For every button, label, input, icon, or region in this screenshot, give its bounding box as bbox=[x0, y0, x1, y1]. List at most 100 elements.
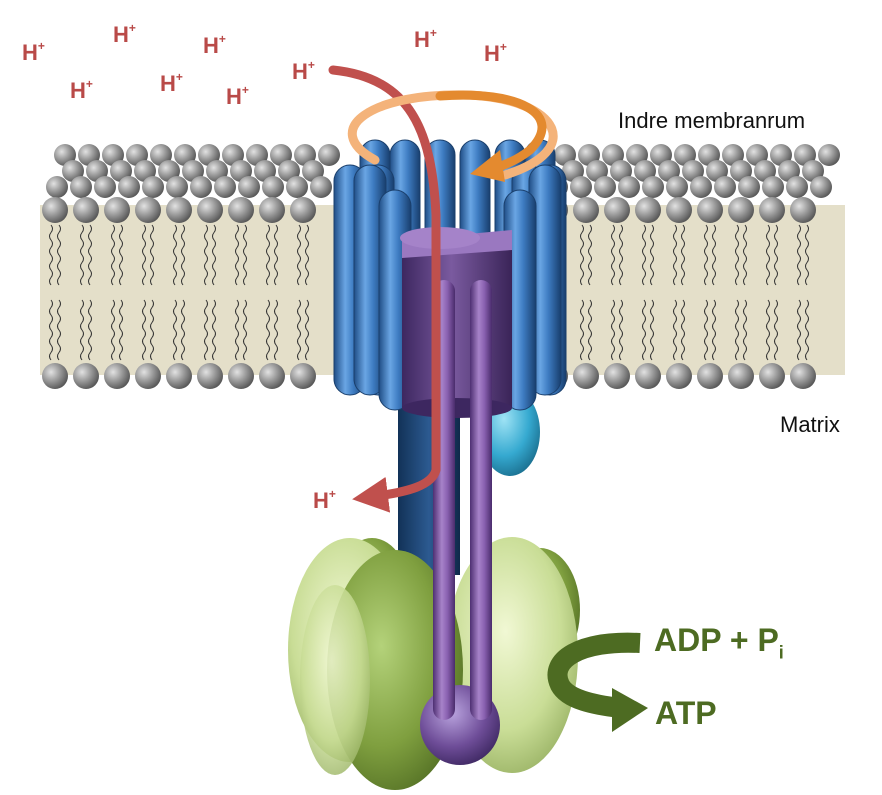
lipid-head bbox=[286, 176, 308, 198]
lipid-tail bbox=[704, 224, 708, 286]
lipid-head bbox=[214, 176, 236, 198]
proton-label-1: H+ bbox=[22, 38, 45, 65]
lipid-tails bbox=[49, 224, 809, 361]
lipid-tail bbox=[735, 299, 739, 361]
lipid-head bbox=[46, 176, 68, 198]
lipid-head bbox=[790, 363, 816, 389]
lipid-tail bbox=[274, 299, 278, 361]
proton-label-3: H+ bbox=[203, 31, 226, 58]
lipid-tail bbox=[88, 224, 92, 286]
lipid-head bbox=[573, 363, 599, 389]
adp-pi-label: ADP + Pi bbox=[654, 622, 784, 663]
lipid-head bbox=[135, 363, 161, 389]
lipid-tail bbox=[681, 299, 685, 361]
lipid-head bbox=[790, 197, 816, 223]
lipid-tail bbox=[181, 224, 185, 286]
lipid-head bbox=[197, 363, 223, 389]
lipid-head bbox=[714, 176, 736, 198]
lipid-head bbox=[604, 197, 630, 223]
lipid-tail bbox=[588, 299, 592, 361]
lipid-tail bbox=[797, 299, 801, 361]
lipid-head bbox=[290, 197, 316, 223]
lipid-head bbox=[197, 197, 223, 223]
lipid-head bbox=[635, 197, 661, 223]
lipid-tail bbox=[49, 299, 53, 361]
lipid-tail bbox=[305, 224, 309, 286]
lipid-head bbox=[618, 176, 640, 198]
lipid-head bbox=[573, 197, 599, 223]
lipid-tail bbox=[204, 299, 208, 361]
lipid-tail bbox=[580, 299, 584, 361]
lipid-head bbox=[666, 176, 688, 198]
proton-path-arrow bbox=[328, 65, 441, 513]
f1-front-light-left bbox=[300, 585, 370, 775]
lipid-tail bbox=[266, 299, 270, 361]
lipid-head bbox=[594, 176, 616, 198]
lipid-tail bbox=[204, 224, 208, 286]
lipid-tail bbox=[235, 299, 239, 361]
lipid-tail bbox=[57, 299, 61, 361]
lipid-tail bbox=[243, 224, 247, 286]
lipid-bilayer bbox=[40, 144, 845, 389]
lipid-tail bbox=[173, 299, 177, 361]
lipid-head bbox=[238, 176, 260, 198]
lipid-head bbox=[73, 363, 99, 389]
lipid-tail bbox=[580, 224, 584, 286]
proton-label-7: H+ bbox=[292, 57, 315, 84]
lipid-head bbox=[70, 176, 92, 198]
lipid-tail bbox=[650, 299, 654, 361]
lipid-tail bbox=[704, 299, 708, 361]
lipid-head bbox=[42, 363, 68, 389]
proton-label-6: H+ bbox=[226, 82, 249, 109]
lipid-head bbox=[690, 176, 712, 198]
lipid-tail bbox=[235, 224, 239, 286]
lipid-tail bbox=[49, 224, 53, 286]
lipid-tail bbox=[111, 224, 115, 286]
lipid-tail bbox=[266, 224, 270, 286]
f1-head bbox=[288, 537, 580, 790]
lipid-tail bbox=[119, 299, 123, 361]
lipid-head bbox=[290, 363, 316, 389]
lipid-tail bbox=[766, 224, 770, 286]
atp-synthesis-arrow bbox=[547, 632, 648, 732]
lipid-tail bbox=[797, 224, 801, 286]
proton-label-5: H+ bbox=[160, 69, 183, 96]
lipid-tail bbox=[673, 224, 677, 286]
atp-label: ATP bbox=[655, 695, 717, 731]
lipid-head bbox=[310, 176, 332, 198]
lipid-head bbox=[104, 363, 130, 389]
lipid-head bbox=[318, 144, 340, 166]
proton-label-4: H+ bbox=[70, 76, 93, 103]
lipid-head bbox=[728, 363, 754, 389]
lipid-tail bbox=[642, 299, 646, 361]
lipid-tail bbox=[774, 299, 778, 361]
lipid-tail bbox=[673, 299, 677, 361]
lipid-head bbox=[135, 197, 161, 223]
lipid-head bbox=[166, 197, 192, 223]
lipid-tail bbox=[642, 224, 646, 286]
lipid-tail bbox=[774, 224, 778, 286]
proton-label-matrix: H+ bbox=[313, 486, 336, 513]
lipid-tail bbox=[212, 299, 216, 361]
lipid-head bbox=[759, 197, 785, 223]
lipid-tail bbox=[681, 224, 685, 286]
lipid-head bbox=[259, 197, 285, 223]
lipid-tail bbox=[766, 299, 770, 361]
lipid-head bbox=[262, 176, 284, 198]
lipid-tail bbox=[243, 299, 247, 361]
lipid-head bbox=[666, 197, 692, 223]
lipid-tail bbox=[80, 299, 84, 361]
lipid-head bbox=[42, 197, 68, 223]
membrane-core-right bbox=[545, 205, 845, 375]
lipid-head bbox=[786, 176, 808, 198]
lipid-tail bbox=[173, 224, 177, 286]
inner-membrane-space-label: Indre membranrum bbox=[618, 108, 806, 133]
lipid-tail bbox=[212, 224, 216, 286]
lipid-head bbox=[642, 176, 664, 198]
lipid-tail bbox=[111, 299, 115, 361]
lipid-tail bbox=[619, 299, 623, 361]
lipid-tail bbox=[743, 299, 747, 361]
lipid-tail bbox=[305, 299, 309, 361]
lipid-head bbox=[728, 197, 754, 223]
